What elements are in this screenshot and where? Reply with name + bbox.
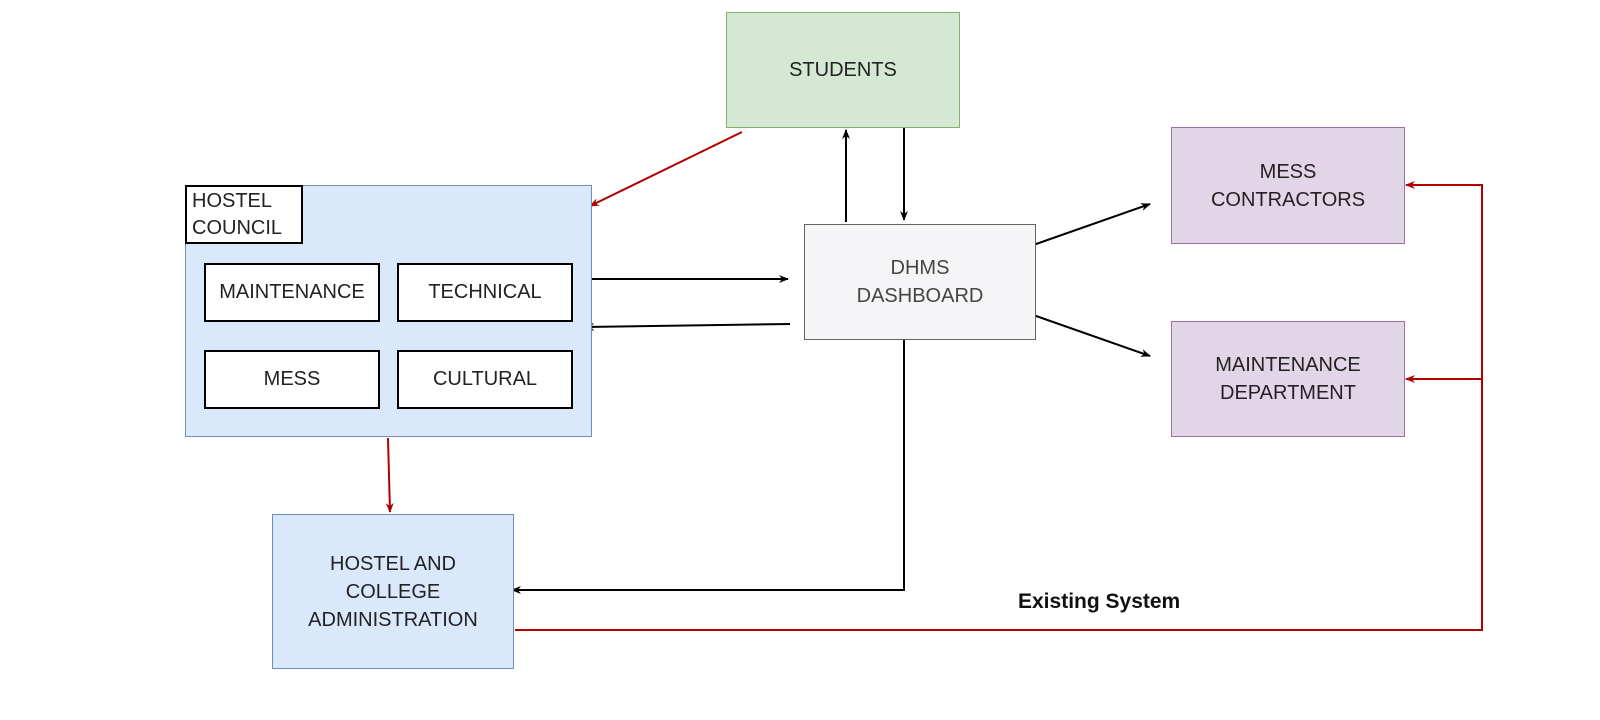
committee-technical: TECHNICAL	[397, 263, 573, 322]
arrow-administration-to-mess-contractors	[515, 181, 1483, 631]
arrow-dashboard-to-mess-contractors	[1018, 203, 1151, 251]
hostel-council-label: HOSTEL COUNCIL	[185, 185, 303, 244]
arrow-dashboard-to-maintenance-department	[1018, 309, 1151, 357]
arrow-dashboard-to-administration	[511, 338, 905, 594]
maintenance-department-node: MAINTENANCE DEPARTMENT	[1171, 321, 1405, 437]
committee-maintenance: MAINTENANCE	[204, 263, 380, 322]
hostel-college-administration-node: HOSTEL AND COLLEGE ADMINISTRATION	[272, 514, 514, 669]
students-node: STUDENTS	[726, 12, 960, 128]
existing-system-label: Existing System	[1018, 590, 1181, 613]
arrow-students-to-council	[589, 131, 743, 207]
arrow-dashboard-to-council	[584, 322, 791, 331]
mess-contractors-node: MESS CONTRACTORS	[1171, 127, 1405, 244]
committee-cultural: CULTURAL	[397, 350, 573, 409]
committee-mess: MESS	[204, 350, 380, 409]
dhms-dashboard-node: DHMS DASHBOARD	[804, 224, 1036, 340]
arrow-council-to-administration	[385, 437, 394, 513]
